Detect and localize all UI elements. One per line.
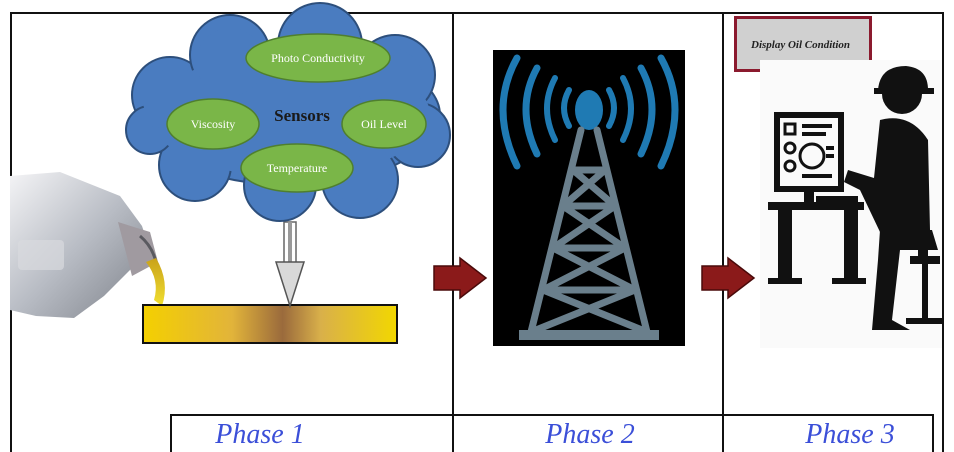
phase-3-label: Phase 3: [805, 419, 895, 450]
oil-sample-bar: [142, 304, 398, 344]
phase-arrow-1: [433, 256, 488, 300]
display-oil-condition-label: Display Oil Condition: [751, 39, 851, 51]
photo-conductivity-label: Photo Conductivity: [271, 51, 365, 65]
oil-level-node: [341, 99, 427, 149]
phase-2-label: Phase 2: [545, 419, 635, 450]
photo-conductivity-node: [245, 33, 391, 83]
sensor-down-arrow: [274, 221, 306, 309]
oil-can-icon: [10, 172, 158, 318]
operator-workstation-icon: [760, 60, 942, 348]
divider-2: [722, 12, 724, 452]
phase-box-right: [932, 414, 934, 452]
viscosity-node: [166, 98, 260, 150]
viscosity-label: Viscosity: [191, 117, 236, 131]
top-border: [10, 12, 944, 14]
oil-level-label: Oil Level: [361, 117, 407, 131]
temperature-node: [240, 143, 354, 193]
phase-1-label: Phase 1: [215, 419, 305, 450]
right-border: [942, 12, 944, 452]
phase-1-illustration: Photo Conductivity Viscosity Oil Level T…: [10, 2, 451, 344]
divider-1: [452, 12, 454, 452]
phase-box-left: [170, 414, 172, 452]
oil-pour-stream: [146, 258, 165, 306]
temperature-label: Temperature: [267, 161, 327, 175]
phase-arrow-2: [701, 256, 756, 300]
tower-icon: [493, 50, 685, 346]
phase-box-top: [170, 414, 934, 416]
sensors-title: Sensors: [274, 106, 330, 125]
